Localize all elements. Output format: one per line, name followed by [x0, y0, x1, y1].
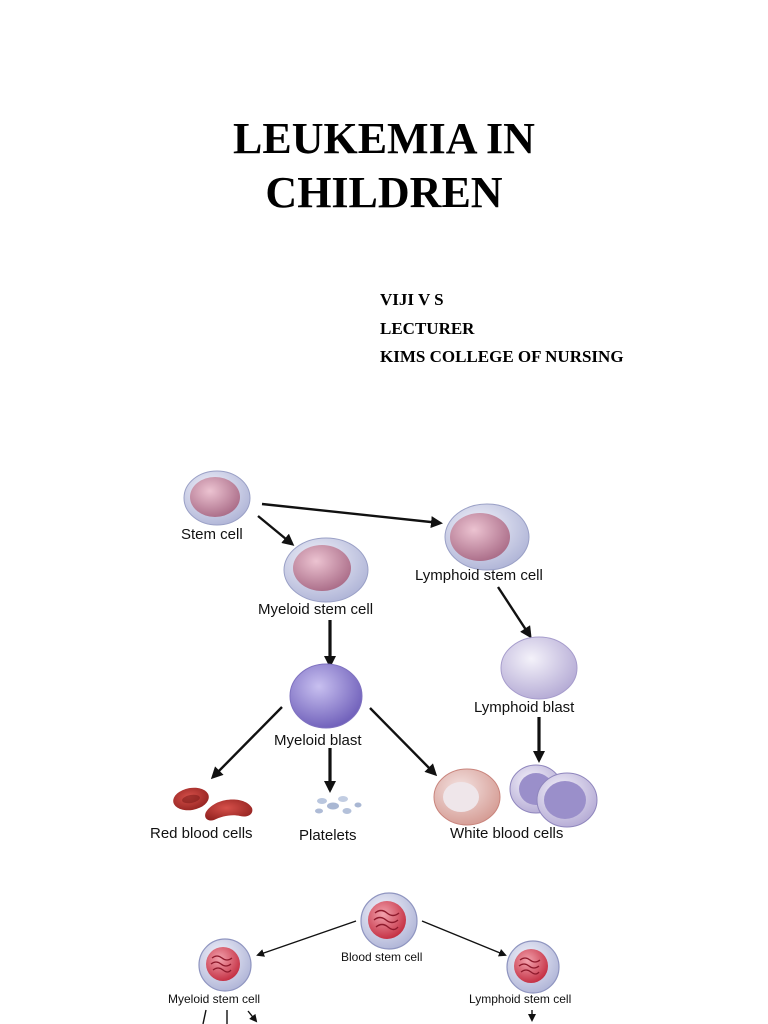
red-blood-cells-icon [173, 787, 253, 821]
document-title: LEUKEMIA IN CHILDREN [0, 112, 768, 220]
label-lymphoid-stem-cell: Lymphoid stem cell [415, 567, 543, 584]
author-role: LECTURER [380, 318, 475, 338]
author-block: VIJI V S LECTURER KIMS COLLEGE OF NURSIN… [380, 286, 624, 372]
arrow-stem-to-myeloid [257, 515, 295, 546]
label-lymphoid-blast: Lymphoid blast [474, 699, 575, 716]
blood-stem-cell-icon [360, 892, 418, 950]
label-myeloid-stem-cell: Myeloid stem cell [258, 601, 373, 618]
lymphoid-stem-cell-icon [444, 503, 530, 571]
label-blood-stem-cell: Blood stem cell [341, 950, 422, 964]
label-white-blood-cells: White blood cells [450, 825, 563, 842]
stem-cell-icon [183, 470, 251, 526]
label-platelets: Platelets [299, 827, 357, 844]
arrow-myeloid-branch-1 [202, 1009, 207, 1024]
arrow-blood-to-myeloid [256, 920, 357, 957]
lymphoid-blast-icon [500, 636, 578, 700]
label-lymphoid-stem-cell-2: Lymphoid stem cell [469, 992, 571, 1006]
white-blood-cells-icon [433, 764, 598, 828]
arrow-stem-to-lymphoid [261, 502, 443, 529]
myeloid-stem-cell-2-icon [198, 938, 252, 992]
arrow-myeloid-branch-3 [247, 1010, 258, 1023]
title-line-2: CHILDREN [265, 168, 503, 217]
arrow-blast-to-wbc [369, 707, 438, 777]
lymphoid-stem-cell-2-icon [506, 940, 560, 994]
label-red-blood-cells: Red blood cells [150, 825, 253, 842]
author-institution: KIMS COLLEGE OF NURSING [380, 347, 624, 366]
platelets-icon [315, 796, 362, 814]
label-myeloid-stem-cell-2: Myeloid stem cell [168, 992, 260, 1006]
label-stem-cell: Stem cell [181, 526, 243, 543]
myeloid-blast-icon [289, 663, 363, 729]
author-name: VIJI V S [380, 290, 444, 309]
title-line-1: LEUKEMIA IN [233, 114, 535, 163]
myeloid-stem-cell-icon [283, 537, 369, 603]
arrow-blast-to-rbc [210, 706, 283, 780]
label-myeloid-blast: Myeloid blast [274, 732, 362, 749]
arrow-lymphoid-to-blast [496, 586, 532, 639]
arrow-blood-to-lymphoid [421, 920, 507, 957]
